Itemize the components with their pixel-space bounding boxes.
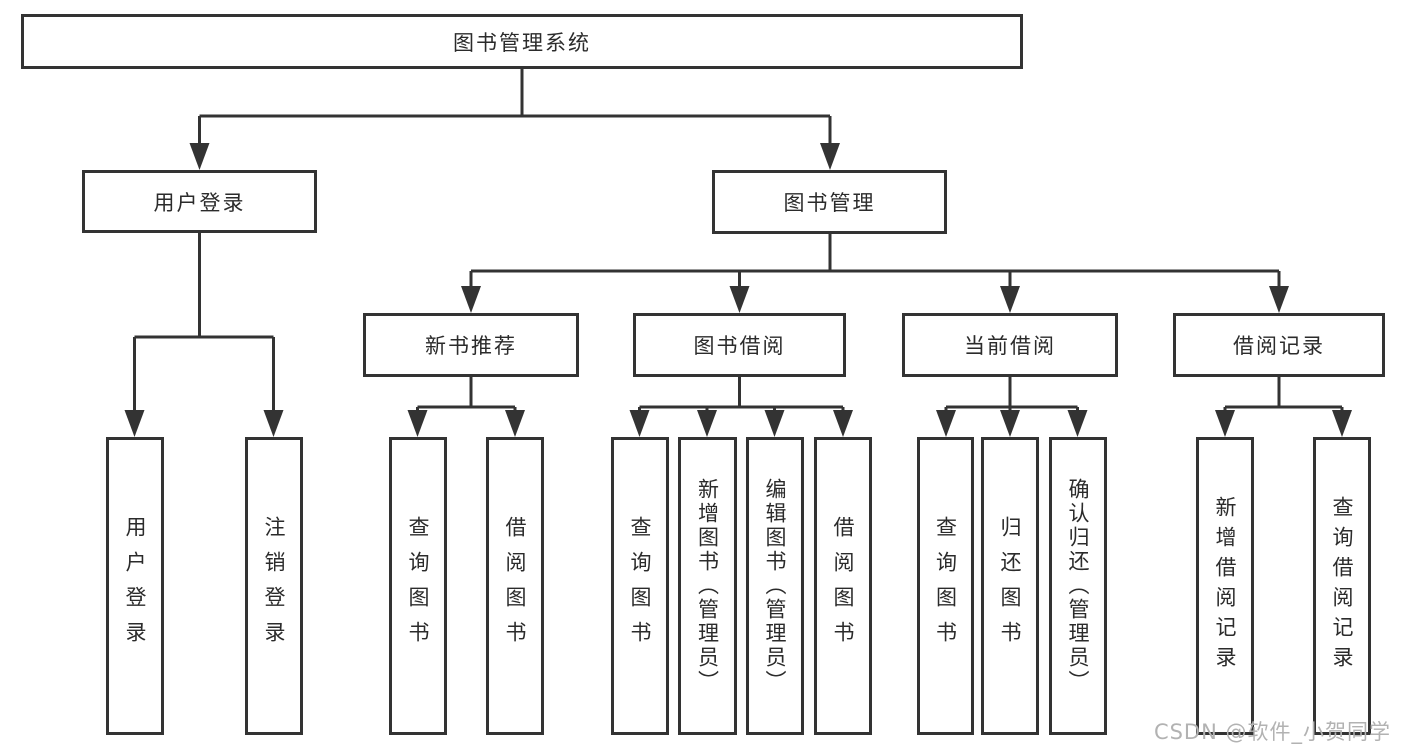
leaf-label: 查询借阅记录 [1330, 496, 1354, 676]
leaf-label: 借阅图书 [831, 516, 855, 656]
leaf-query-books-1: 查询图书 [389, 437, 447, 735]
node-label: 用户登录 [153, 190, 246, 215]
node-label: 图书管理系统 [453, 30, 591, 55]
leaf-logout: 注销登录 [245, 437, 303, 735]
node-label: 图书借阅 [693, 334, 786, 358]
leaf-return-books: 归还图书 [981, 437, 1039, 735]
leaf-label: 借阅图书 [503, 516, 527, 656]
leaf-label: 编辑图书（管理员） [763, 478, 787, 694]
connector-root-to-level2 [189, 69, 840, 170]
leaf-label: 新增借阅记录 [1213, 496, 1237, 676]
leaf-add-book-admin: 新增图书（管理员） [678, 437, 737, 735]
leaf-label: 归还图书 [998, 516, 1022, 656]
node-book-borrow: 图书借阅 [633, 313, 846, 377]
connector-current-borrow-to-leaves [936, 377, 1088, 437]
connector-user-login-to-leaves [124, 233, 284, 437]
leaf-label: 查询图书 [933, 516, 958, 656]
leaf-confirm-return-admin: 确认归还（管理员） [1049, 437, 1107, 735]
connector-book-borrow-to-leaves [629, 377, 853, 437]
leaf-add-borrow-record: 新增借阅记录 [1196, 437, 1254, 735]
leaf-edit-book-admin: 编辑图书（管理员） [746, 437, 804, 735]
leaf-user-login: 用户登录 [106, 437, 164, 735]
node-new-book-recommend: 新书推荐 [363, 313, 579, 377]
leaf-query-books-2: 查询图书 [611, 437, 669, 735]
csdn-watermark: CSDN @软件_小贺同学 [1153, 720, 1391, 744]
node-label: 借阅记录 [1233, 334, 1325, 358]
leaf-borrow-books-2: 借阅图书 [814, 437, 872, 735]
leaf-label: 查询图书 [628, 516, 652, 656]
leaf-label: 注销登录 [262, 516, 286, 656]
node-borrow-records: 借阅记录 [1173, 313, 1385, 377]
node-label: 新书推荐 [425, 334, 517, 358]
leaf-borrow-books-1: 借阅图书 [486, 437, 544, 735]
node-book-management: 图书管理 [712, 170, 947, 234]
leaf-label: 查询图书 [406, 516, 430, 656]
node-user-login: 用户登录 [82, 170, 317, 233]
leaf-label: 新增图书（管理员） [695, 478, 720, 694]
connector-new-book-rec-to-leaves [407, 377, 525, 437]
node-label: 图书管理 [783, 191, 876, 215]
node-current-borrow: 当前借阅 [902, 313, 1118, 377]
leaf-query-books-3: 查询图书 [917, 437, 974, 735]
node-label: 当前借阅 [964, 334, 1056, 358]
connector-book-management-to-level3 [461, 234, 1289, 313]
connector-borrow-records-to-leaves [1215, 377, 1352, 437]
leaf-query-borrow-record: 查询借阅记录 [1313, 437, 1371, 735]
leaf-label: 确认归还（管理员） [1066, 478, 1090, 694]
node-root-library-system: 图书管理系统 [21, 14, 1023, 69]
leaf-label: 用户登录 [123, 516, 147, 656]
